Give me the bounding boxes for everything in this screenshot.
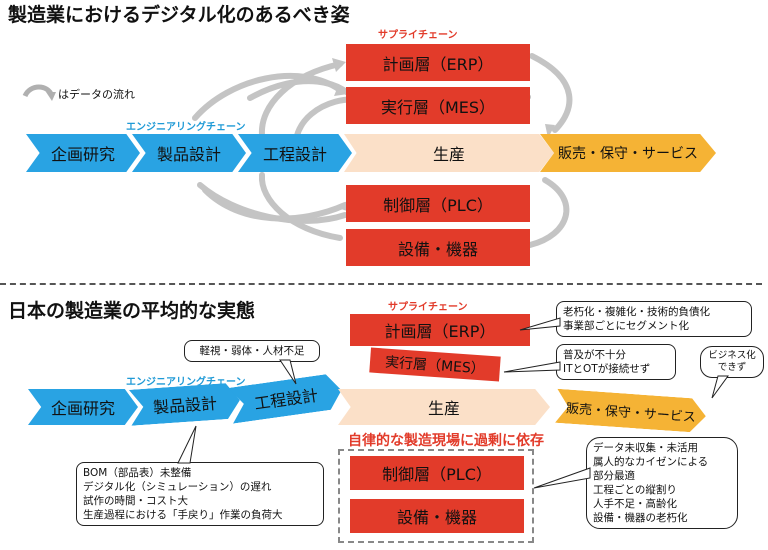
bottom-chain-research: 企画研究 xyxy=(28,389,138,425)
callout-mes: 普及が不十分 ITとOTが接続せず xyxy=(556,344,676,380)
top-title: 製造業におけるデジタル化のあるべき姿 xyxy=(8,4,350,26)
callout-design: BOM（部品表）未整備 デジタル化（シミュレーション）の遅れ 試作の時間・コスト… xyxy=(76,462,324,526)
top-chain-production: 生産 xyxy=(344,134,554,172)
top-plc-layer: 制御層（PLC） xyxy=(346,185,530,222)
flow-arrow-right-upper xyxy=(529,53,573,133)
top-erp-layer: 計画層（ERP） xyxy=(346,44,530,81)
top-engineering-chain-label: エンジニアリングチェーン xyxy=(126,122,246,133)
top-supply-chain-label: サプライチェーン xyxy=(378,30,458,41)
callout-sales: ビジネス化 できず xyxy=(700,346,764,378)
shop-floor-box xyxy=(338,449,534,543)
callout-shop-floor: データ未収集・未活用 属人的なカイゼンによる 部分最適 工程ごとの縦割り 人手不… xyxy=(586,437,738,529)
callout-staff: 軽視・弱体・人材不足 xyxy=(184,340,320,362)
bottom-plc-layer: 制御層（PLC） xyxy=(350,456,524,490)
top-chain-product-design: 製品設計 xyxy=(132,134,246,172)
section-divider xyxy=(0,283,762,285)
bottom-chain-production: 生産 xyxy=(338,389,550,425)
top-chain-research: 企画研究 xyxy=(26,134,140,172)
flow-arrow-design-lower xyxy=(197,182,348,224)
flow-arrow-right-lower xyxy=(527,177,570,248)
bottom-equipment-layer: 設備・機器 xyxy=(350,499,524,533)
legend-text: はデータの流れ xyxy=(58,88,135,101)
flow-arrow-equipment-left xyxy=(258,172,343,241)
bottom-erp-layer: 計画層（ERP） xyxy=(350,314,530,346)
top-chain-sales-service: 販売・保守・サービス xyxy=(540,134,716,172)
callout-erp: 老朽化・複雑化・技術的負債化 事業部ごとにセグメント化 xyxy=(556,301,752,337)
bottom-supply-chain-label: サプライチェーン xyxy=(388,302,468,313)
bottom-title: 日本の製造業の平均的な実態 xyxy=(8,300,256,322)
top-mes-layer: 実行層（MES） xyxy=(346,87,530,124)
dependency-label: 自律的な製造現場に過剰に依存 xyxy=(348,433,544,449)
bottom-engineering-chain-label: エンジニアリングチェーン xyxy=(126,377,246,388)
flow-arrow-erp-left xyxy=(258,61,343,138)
flow-arrow-design-upper xyxy=(192,72,343,121)
top-equipment-layer: 設備・機器 xyxy=(346,229,530,266)
top-chain-process-design: 工程設計 xyxy=(238,134,352,172)
